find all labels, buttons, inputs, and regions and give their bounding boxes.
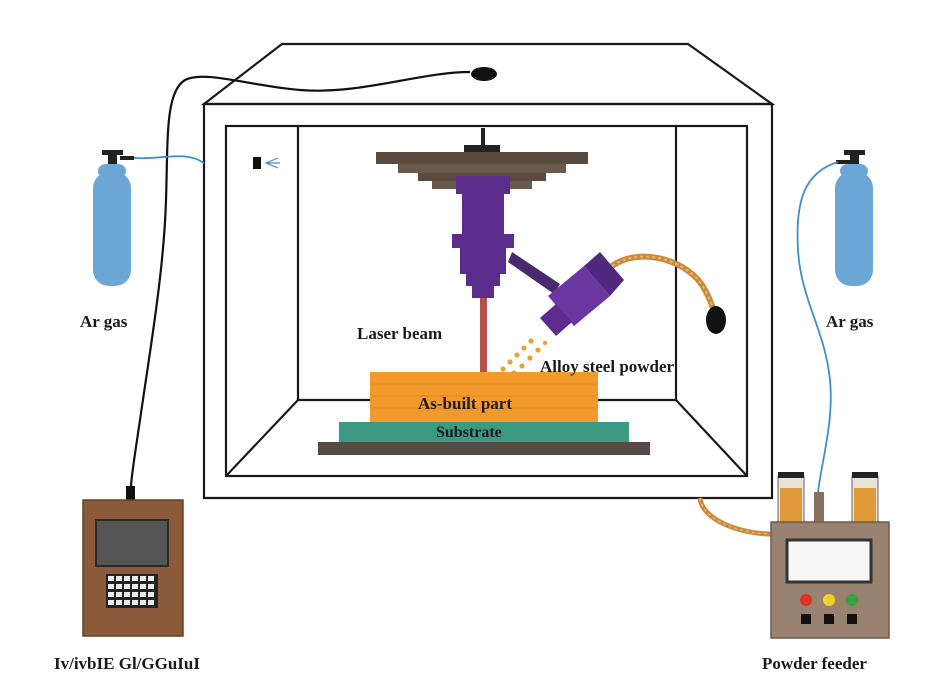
controller-cable-plug <box>126 486 135 500</box>
ar-gas-right-label: Ar gas <box>826 312 874 331</box>
alloy-steel-powder-label: Alloy steel powder <box>540 357 675 376</box>
powder-nozzle <box>540 252 624 336</box>
ar-gas-cylinder-right <box>835 150 873 286</box>
base-plate <box>318 442 650 455</box>
feeder-screen <box>785 538 873 584</box>
powder-hose-to-nozzle <box>610 253 717 317</box>
powder-feeder <box>770 472 890 639</box>
chamber-top-face <box>200 42 776 106</box>
controller-keypad <box>106 574 158 608</box>
nozzle-arm <box>508 252 560 294</box>
laser-nozzle <box>452 176 514 298</box>
feeder-button-green <box>846 594 858 606</box>
ar-gas-cylinder-left <box>93 150 134 286</box>
shield-gas-nozzle-icon <box>253 157 261 169</box>
controller-screen <box>95 519 169 567</box>
feeder-button-yellow <box>823 594 835 606</box>
as-built-part <box>370 372 598 422</box>
controller <box>82 499 184 637</box>
feeder-switch-1 <box>801 614 811 624</box>
gas-line-left <box>133 155 205 164</box>
feeder-switch-3 <box>847 614 857 624</box>
top-sensor-icon <box>471 67 497 81</box>
feeder-button-red <box>800 594 812 606</box>
chamber-edge-left <box>225 399 299 477</box>
substrate-label: Substrate <box>436 424 502 441</box>
gas-line-right <box>796 161 839 493</box>
substrate <box>339 422 629 442</box>
chamber-edge-right <box>675 399 748 477</box>
hose-end-icon <box>706 306 726 334</box>
as-built-part-label: As-built part <box>418 394 512 413</box>
chamber-inner-window <box>224 124 749 478</box>
shield-gas-flow-icon <box>264 157 280 169</box>
laser-beam <box>480 298 487 378</box>
powder-feeder-label: Powder feeder <box>762 654 867 673</box>
ar-gas-left-label: Ar gas <box>80 312 128 331</box>
controller-label: Iv/ivbIE Gl/GGuIuI <box>54 654 200 673</box>
controller-cable <box>129 70 471 489</box>
feeder-switch-2 <box>824 614 834 624</box>
laser-beam-label: Laser beam <box>357 324 443 343</box>
